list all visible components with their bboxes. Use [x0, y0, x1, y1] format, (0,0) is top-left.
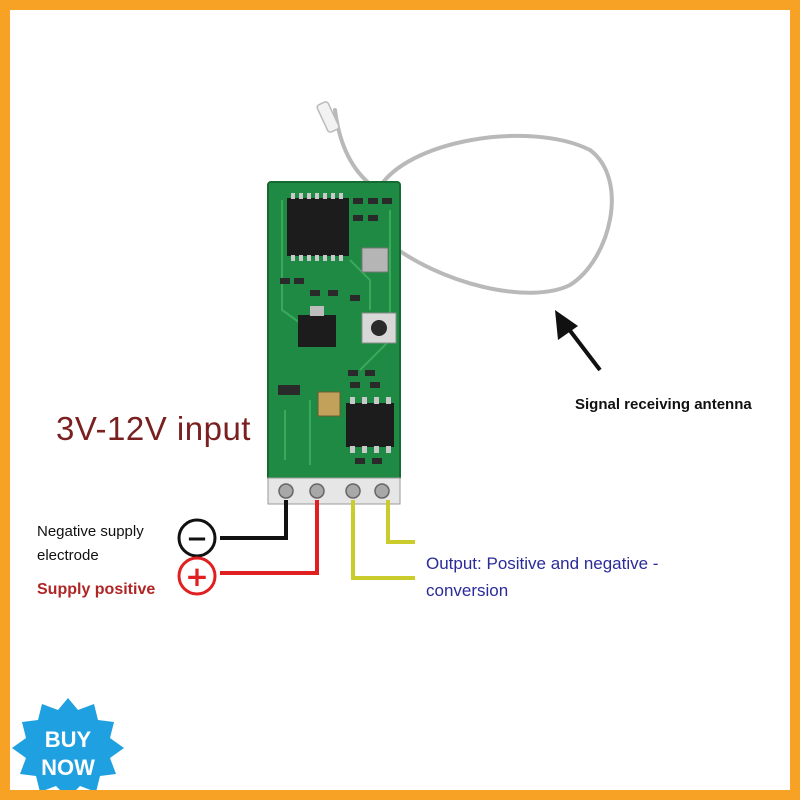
negative-supply-label: Negative supply electrode	[37, 523, 144, 564]
terminal-negative	[278, 483, 294, 499]
svg-text:−: −	[186, 524, 208, 554]
regulator	[298, 315, 336, 347]
negative-wire	[220, 500, 288, 540]
terminal-output-1	[345, 483, 361, 499]
output-label: Output: Positive and negative - conversi…	[426, 554, 659, 600]
antenna-arrow-head	[555, 310, 578, 340]
main-chip	[287, 198, 349, 256]
output-wire-1	[351, 500, 415, 580]
minus-icon	[177, 518, 217, 558]
input-voltage-label: 3V-12V input	[56, 410, 251, 447]
buy-now-badge	[12, 698, 124, 790]
antenna-tip	[316, 101, 340, 133]
buy-now-line-2: NOW	[41, 755, 95, 780]
capacitor	[317, 391, 341, 417]
output-wire-2	[386, 500, 415, 544]
output-chip	[346, 403, 394, 447]
buy-now-line-1: BUY	[44, 727, 92, 752]
svg-text:+: +	[185, 560, 208, 593]
plus-icon	[177, 556, 217, 596]
terminal-output-2	[374, 483, 390, 499]
crystal	[361, 247, 389, 273]
module-diagram: − +	[12, 101, 614, 790]
antenna-label: Signal receiving antenna	[575, 396, 752, 413]
positive-supply-label: Supply positive	[37, 581, 156, 598]
positive-wire	[220, 500, 319, 575]
terminal-positive	[309, 483, 325, 499]
buy-now-button[interactable]: BUY NOW	[12, 726, 124, 782]
antenna-arrow-shaft	[566, 326, 602, 372]
